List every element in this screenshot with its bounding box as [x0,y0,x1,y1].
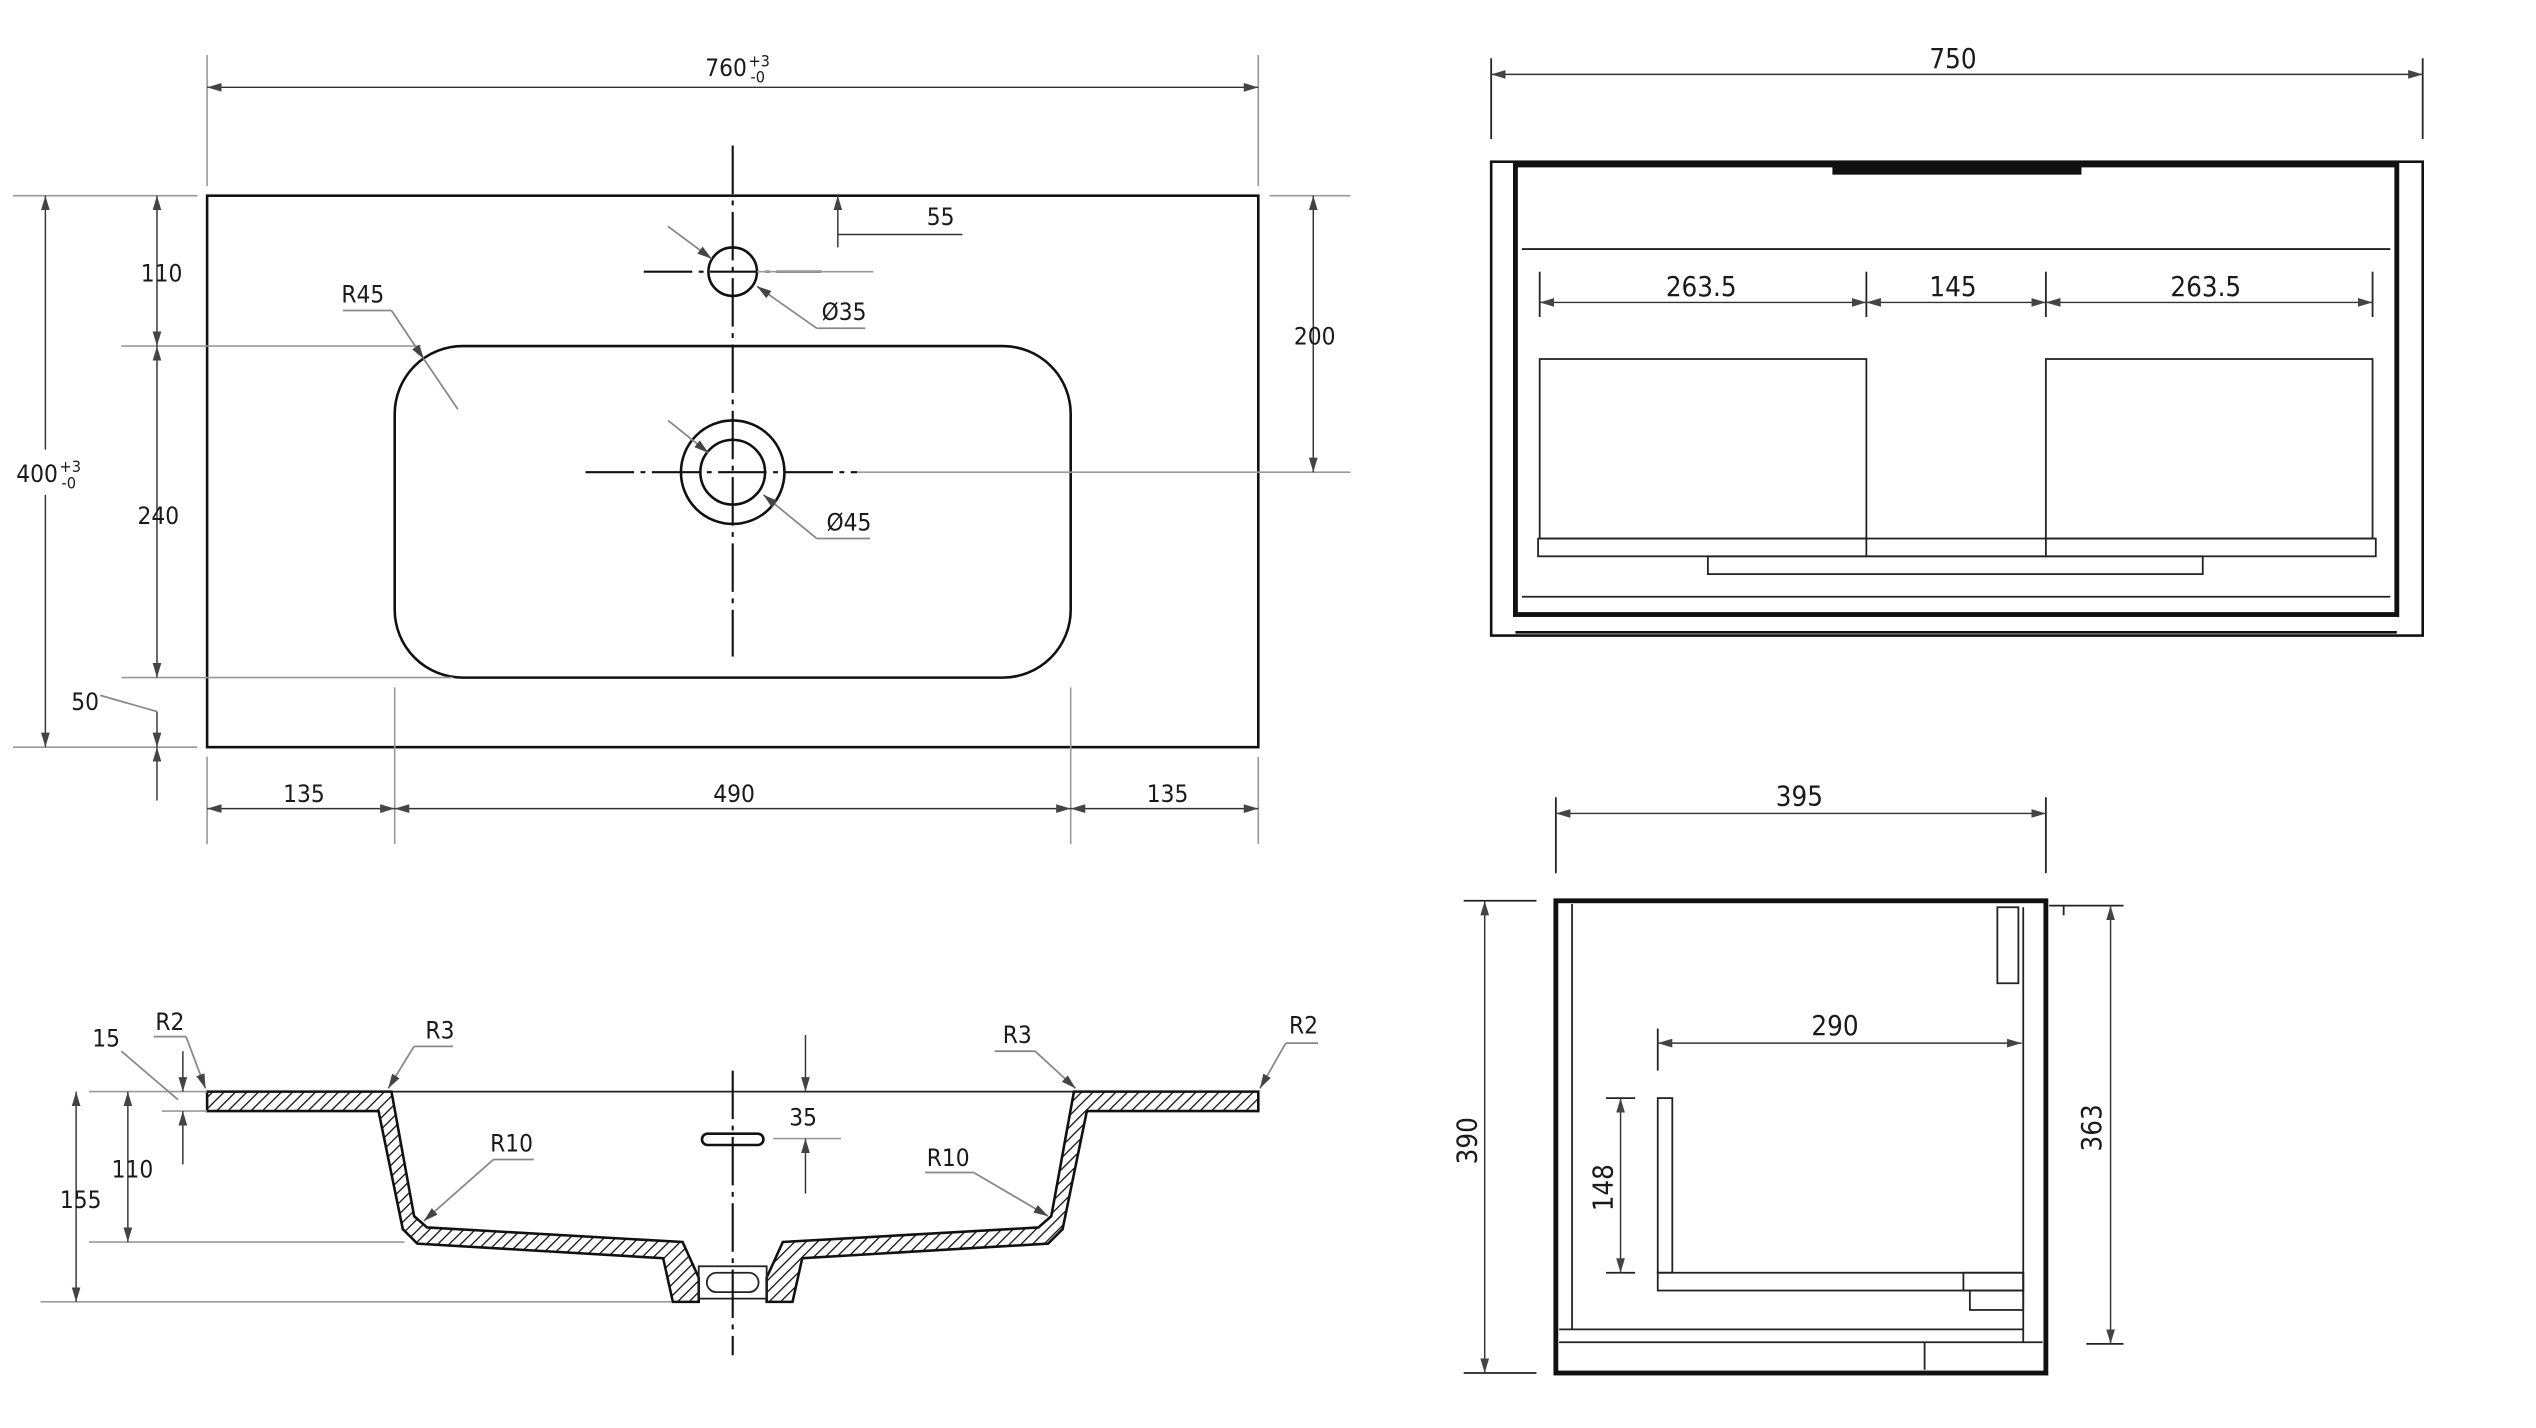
basin-shell-right [765,1090,1260,1304]
shelf [1537,537,2377,558]
drawer-box-right [2044,358,2374,540]
cabinet-frame [1513,162,2400,617]
back-rail [1996,906,2020,985]
drawer-left-width-label: 263.5 [1666,271,1737,303]
depth-dimension-label: 400+3-0 [16,457,81,492]
drawer-bottom [1656,1271,2025,1292]
dim-240: 240 [138,501,180,530]
dim-490: 490 [713,779,755,808]
cabinet-width-label: 750 [1929,43,1976,75]
drawer-height-label: 148 [1587,1164,1619,1211]
rim-thickness-label: 15 [92,1023,120,1052]
drain-hole-label: Ø45 [827,507,872,536]
drawer-front [1656,1097,1674,1274]
width-dimension-label: 760+3-0 [705,51,770,86]
overflow-depth-label: 35 [789,1103,817,1132]
basin-depth-label: 110 [112,1154,154,1183]
section-view: 15 110 155 35 R2 R3 R3 R2 R10 R10 [40,1007,1319,1356]
side-outline [1553,898,2049,1376]
inner-height-label: 363 [2076,1104,2108,1151]
bottom-radius-right-label: R10 [927,1143,970,1172]
top-radius-right-label: R3 [1003,1020,1032,1049]
drawer-right-width-label: 263.5 [2170,271,2241,303]
side-view: 395 390 290 148 363 [1452,780,2124,1376]
drawer-depth-label: 290 [1811,1010,1858,1042]
dim-50: 50 [71,687,99,716]
bottom-rail [1706,555,2204,576]
dim-200: 200 [1294,321,1336,350]
dim-135-left: 135 [283,779,325,808]
top-radius-left-label: R3 [425,1015,454,1044]
front-view: 750 263.5 145 263.5 [1489,43,2424,637]
dim-135-right: 135 [1147,779,1189,808]
extension-lines [13,54,1351,845]
basin-shell-left [205,1090,701,1304]
edge-radius-right-label: R2 [1289,1010,1318,1039]
top-view: 760+3-0 400+3-0 110 240 50 200 55 Ø35 Ø4… [13,51,1351,845]
centerlines [585,145,858,657]
cabinet-outline [1489,160,2424,637]
cabinet-depth-label: 395 [1776,780,1823,812]
cabinet-height-label: 390 [1452,1117,1484,1164]
total-depth-label: 155 [60,1185,102,1214]
handle [1832,164,2082,175]
faucet-hole-label: Ø35 [822,297,867,326]
drawer-box-left [1538,358,1868,540]
dim-110: 110 [141,258,183,287]
dim-55: 55 [927,202,955,231]
basin-radius-label: R45 [341,279,384,308]
edge-radius-left-label: R2 [155,1007,184,1036]
bottom-radius-left-label: R10 [490,1128,533,1157]
drawer-gap-width-label: 145 [1929,271,1976,303]
